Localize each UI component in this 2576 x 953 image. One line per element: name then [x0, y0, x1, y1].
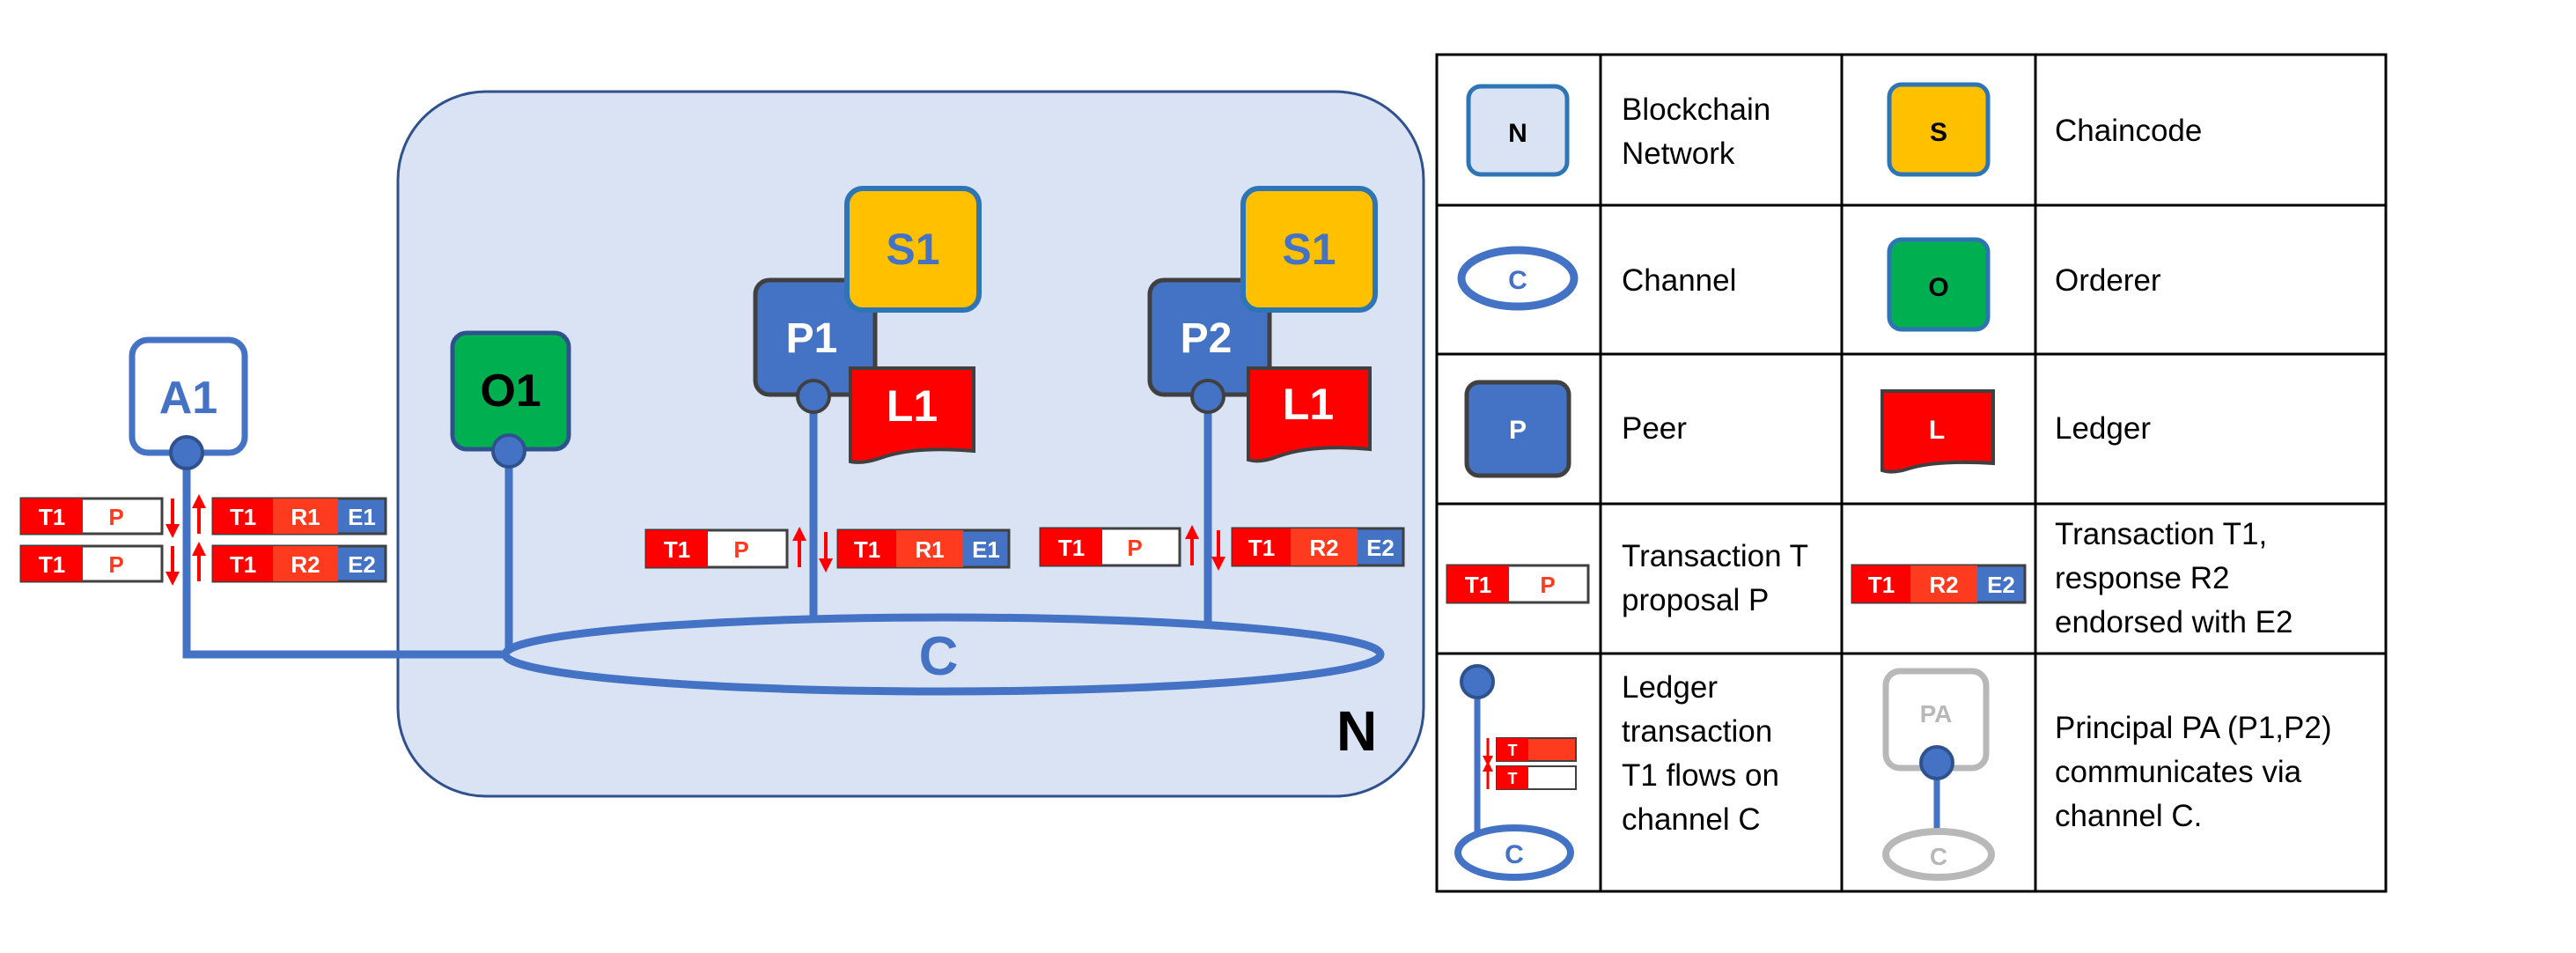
proposal-token: T1 P: [644, 528, 789, 569]
legend-peer-icon-label: P: [1509, 416, 1527, 445]
application-a1-label: A1: [159, 373, 217, 424]
legend-proposal-text: Transaction T proposal P: [1622, 539, 1816, 617]
svg-text:T1: T1: [854, 536, 880, 563]
legend-channel-icon: [1457, 246, 1579, 311]
legend-proposal-icon: T1 P: [1446, 564, 1590, 604]
legend-table: N Blockchain Network S Chaincode C Chann…: [1435, 53, 2388, 893]
chaincode-s1-p2: [1240, 186, 1378, 313]
svg-text:E2: E2: [1987, 572, 2015, 598]
a1-message-row-2: T1 P T1 R2 E2: [19, 542, 387, 586]
svg-text:T: T: [1508, 770, 1518, 787]
legend-channel-icon-label: C: [1508, 266, 1527, 295]
svg-text:R2: R2: [291, 551, 320, 578]
channel-c: [501, 613, 1385, 696]
svg-text:T1: T1: [230, 551, 256, 578]
p2-connector: [1190, 379, 1225, 414]
svg-text:T1: T1: [1868, 572, 1895, 598]
response-token: T1 R1 E1: [836, 528, 1011, 569]
svg-text:E1: E1: [348, 504, 376, 530]
blockchain-diagram: N C A1 O1 P1 S1 L1: [19, 90, 1425, 798]
connection-lines: [182, 396, 1212, 659]
channel-label: C: [919, 626, 959, 687]
response-token: T1 R1 E1: [211, 497, 387, 536]
proposal-token: T1 P: [19, 544, 164, 583]
svg-text:T1: T1: [1058, 535, 1085, 561]
legend-orderer-icon-label: O: [1928, 273, 1948, 302]
legend-chaincode-icon-label: S: [1930, 118, 1947, 147]
proposal-token: T1 P: [1039, 527, 1181, 567]
chaincode-s1-p1-label: S1: [886, 225, 939, 274]
legend-peer-icon: [1464, 380, 1571, 478]
svg-text:E2: E2: [1366, 535, 1395, 561]
svg-text:T1: T1: [1465, 572, 1491, 598]
svg-text:E2: E2: [348, 551, 376, 578]
legend-response-text: Transaction T1, response R2 endorsed wit…: [2055, 517, 2293, 639]
svg-text:C: C: [1930, 843, 1947, 870]
legend-orderer-icon: [1887, 237, 1991, 332]
svg-text:E1: E1: [972, 536, 1000, 563]
peer-p2-label: P2: [1181, 315, 1233, 362]
legend-principal-icon: PA C: [1882, 668, 1995, 881]
legend-ledger-text: Ledger: [2055, 411, 2151, 446]
legend-principal-text: Principal PA (P1,P2) communicates via ch…: [2055, 711, 2340, 833]
svg-text:P: P: [108, 504, 123, 530]
legend-transaction-flow-icon: C T T: [1454, 664, 1577, 881]
legend-peer-text: Peer: [1622, 411, 1687, 446]
legend-channel-text: Channel: [1622, 263, 1736, 298]
svg-text:T1: T1: [39, 551, 65, 578]
svg-text:T1: T1: [1248, 535, 1275, 561]
svg-text:P: P: [108, 551, 123, 578]
o1-connector: [491, 433, 526, 469]
svg-text:C: C: [1505, 840, 1524, 869]
svg-text:R2: R2: [1309, 535, 1338, 561]
network-label: N: [1336, 699, 1377, 763]
ledger-l1-p2-label: L1: [1283, 380, 1334, 429]
svg-text:T: T: [1508, 742, 1518, 759]
svg-text:R2: R2: [1929, 572, 1958, 598]
a1-message-row-1: T1 P T1 R1 E1: [19, 494, 387, 538]
svg-text:P: P: [1127, 535, 1142, 561]
legend-orderer-text: Orderer: [2055, 263, 2161, 298]
legend-response-icon: T1 R2 E2: [1851, 564, 2027, 604]
chaincode-s1-p1: [844, 186, 982, 313]
proposal-token: T1 P: [19, 497, 164, 536]
svg-text:P: P: [733, 536, 748, 563]
p1-message-row: T1 P T1 R1 E1: [644, 527, 1011, 573]
ledger-l1-p2: [1247, 366, 1372, 463]
legend-chaincode-text: Chaincode: [2055, 114, 2202, 148]
svg-text:T1: T1: [230, 504, 256, 530]
legend-network-icon: [1466, 84, 1570, 177]
legend-network-text: Blockchain Network: [1622, 92, 1779, 171]
chaincode-s1-p2-label: S1: [1282, 225, 1336, 274]
p1-connector: [796, 379, 831, 414]
response-token: T1 R2 E2: [211, 544, 387, 583]
svg-text:P: P: [1540, 572, 1555, 598]
legend-chaincode-icon: [1887, 82, 1991, 177]
svg-text:PA: PA: [1920, 700, 1953, 728]
peer-p1-group: P1 S1 L1: [753, 186, 982, 464]
peer-p2-group: P2 S1 L1: [1147, 186, 1378, 463]
svg-text:T1: T1: [39, 504, 65, 530]
ledger-l1-p1-label: L1: [887, 381, 938, 431]
svg-text:R1: R1: [915, 536, 944, 563]
peer-p1-label: P1: [786, 315, 838, 362]
a1-connector: [169, 435, 204, 470]
legend-ledger-icon: [1880, 389, 1995, 474]
ledger-l1-p1: [849, 366, 975, 464]
response-token: T1 R2 E2: [1231, 527, 1405, 567]
p2-message-row: T1 P T1 R2 E2: [1039, 525, 1405, 571]
legend-ledger-icon-label: L: [1929, 416, 1945, 445]
svg-text:R1: R1: [291, 504, 320, 530]
svg-text:T1: T1: [664, 536, 690, 563]
orderer-o1-label: O1: [480, 366, 541, 417]
legend-network-icon-label: N: [1508, 119, 1527, 148]
legend-transaction-flow-text: Ledger transaction T1 flows on channel C: [1622, 670, 1788, 837]
